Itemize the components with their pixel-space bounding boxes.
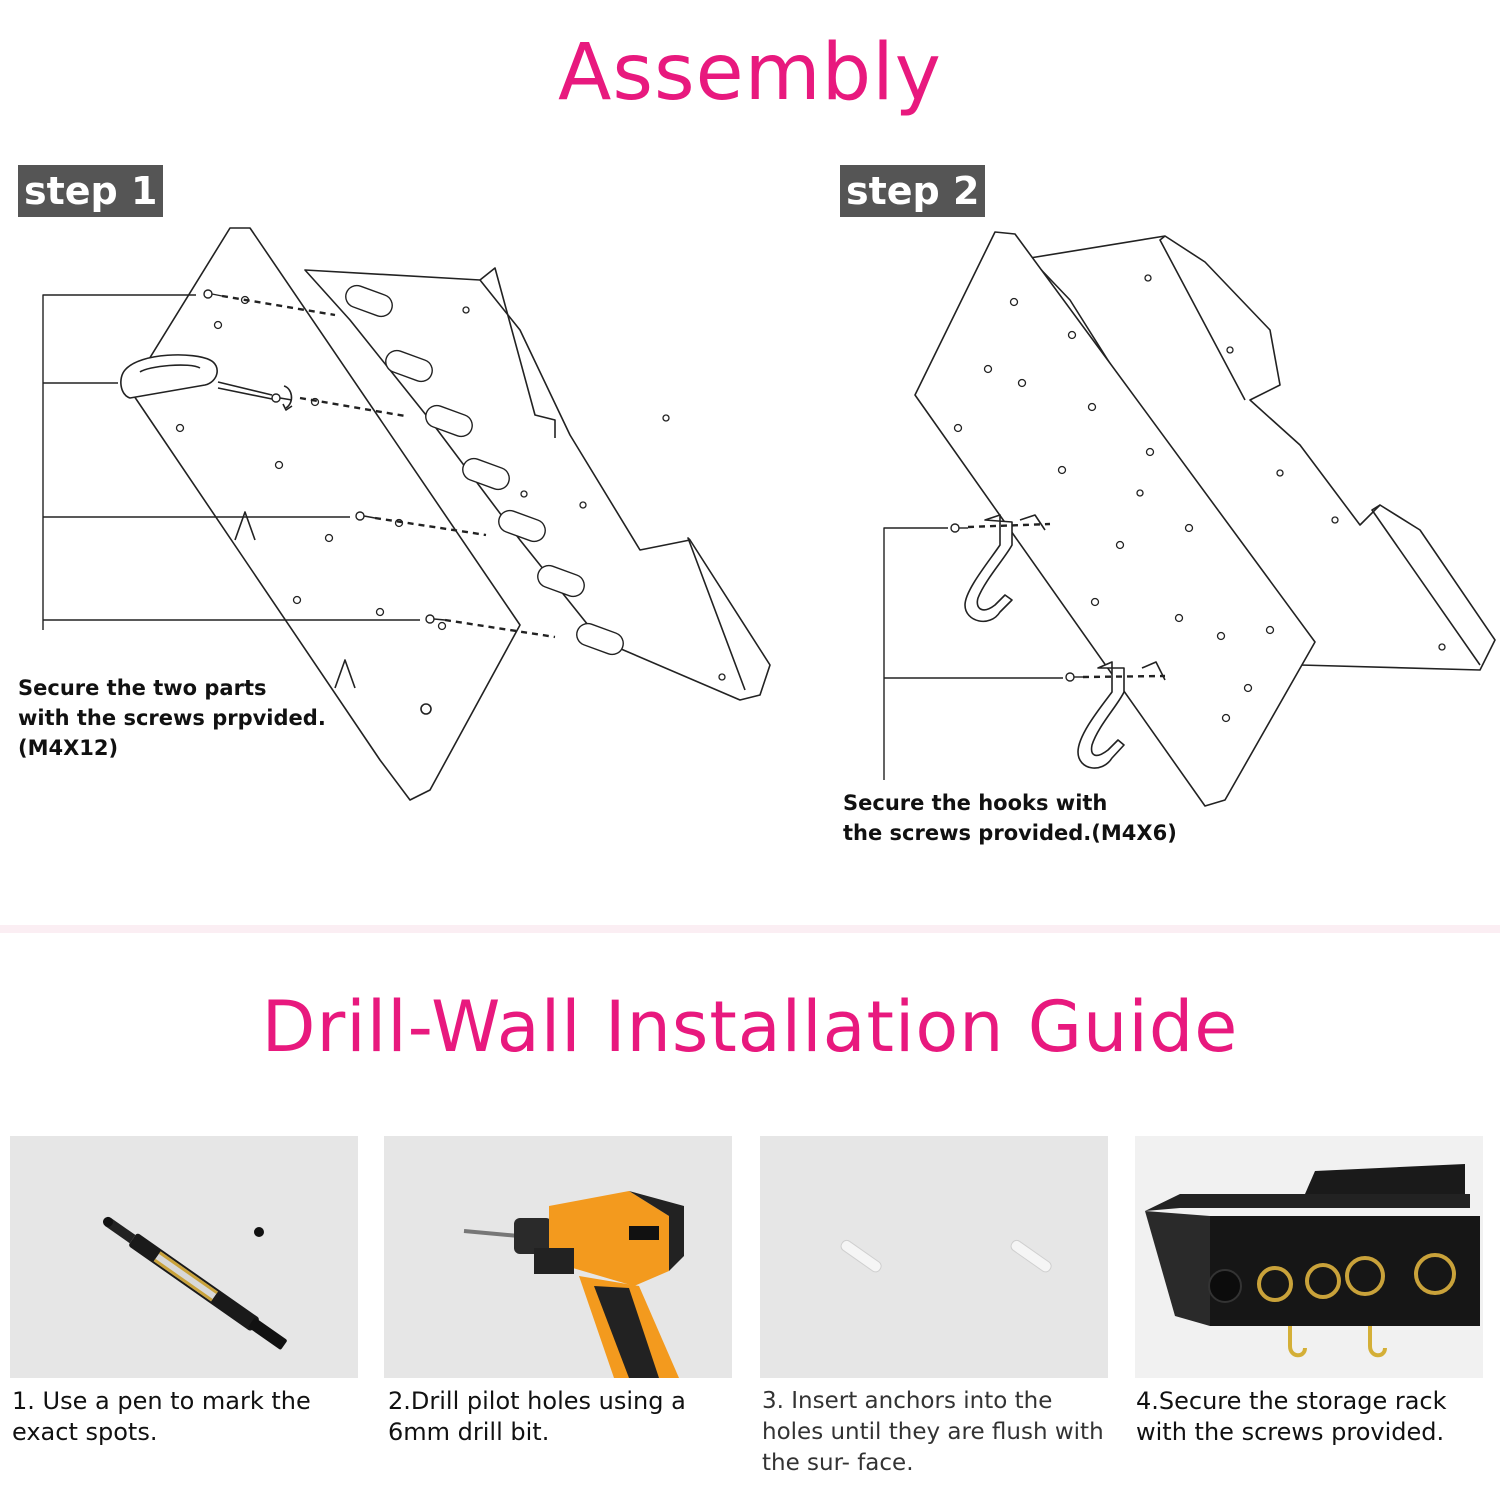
step-2-caption: Secure the hooks with the screws provide…: [843, 791, 1177, 845]
step-1-badge: step 1: [18, 165, 164, 217]
install-step-2-text: 2.Drill pilot holes using a 6mm drill bi…: [388, 1387, 686, 1446]
step2-tray-part: [1029, 235, 1496, 671]
step-2-badge: step 2: [840, 165, 986, 217]
power-drill-photo: [384, 1136, 732, 1378]
step1-back-plate: [129, 227, 726, 801]
section-divider: [0, 925, 1500, 933]
assembly-diagram: [42, 227, 1496, 807]
install-step-3-text: 3. Insert anchors into the holes until t…: [762, 1388, 1104, 1476]
install-step-4-text: 4.Secure the storage rack with the screw…: [1136, 1387, 1447, 1446]
hook-icon: [964, 514, 1046, 623]
wall-anchors-photo: [760, 1136, 1108, 1378]
install-step-1-text: 1. Use a pen to mark the exact spots.: [12, 1387, 311, 1446]
install-guide-title: Drill-Wall Installation Guide: [261, 986, 1239, 1068]
screwdriver-icon: [120, 354, 293, 411]
storage-rack-photo: [1135, 1136, 1483, 1378]
step-1-caption: Secure the two parts with the screws prp…: [18, 676, 326, 760]
assembly-title: Assembly: [558, 28, 942, 118]
marker-pen-photo: [10, 1136, 358, 1378]
hook-icon: [1077, 661, 1166, 769]
step1-tray-part: [304, 267, 771, 701]
step2-front-plate: [914, 231, 1316, 807]
